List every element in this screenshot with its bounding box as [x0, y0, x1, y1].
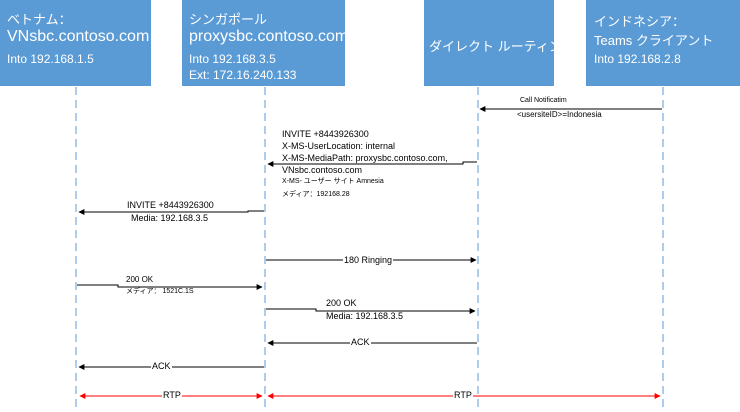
participant-vietnam-ip: Into 192.168.1.5 — [7, 52, 94, 66]
arrow-invite-to-singapore — [267, 161, 477, 167]
invite-singapore-line1: INVITE +8443926300 — [282, 129, 369, 139]
invite-singapore-line4: VNsbc.contoso.com — [282, 165, 363, 175]
participant-singapore-internal-ip: Into 192.168.3.5 — [189, 52, 276, 66]
ack-direct-label: ACK — [350, 337, 371, 348]
ack-vietnam-label: ACK — [151, 361, 172, 372]
arrow-200-ok-to-singapore — [77, 284, 263, 290]
invite-vietnam-line1: INVITE +8443926300 — [127, 200, 214, 210]
participant-indonesia: インドネシア： Teams クライアント Into 192.168.2.8 — [586, 0, 740, 86]
rtp-right-label: RTP — [453, 390, 473, 401]
ringing-label: 180 Ringing — [343, 255, 394, 266]
participant-vietnam: ベトナム： VNsbc.contoso.com Into 192.168.1.5 — [0, 0, 151, 86]
ok-vietnam-line2: メディア： 1521C.1S — [126, 288, 194, 295]
rtp-left-label: RTP — [162, 390, 182, 401]
arrow-invite-to-vietnam — [78, 209, 264, 215]
invite-singapore-line2: X-MS-UserLocation: internal — [282, 141, 396, 151]
ok-vietnam-line1: 200 OK — [126, 275, 154, 284]
invite-singapore-line6: メディア：192168.28 — [282, 191, 350, 198]
ok-direct-line1: 200 OK — [326, 298, 357, 308]
participant-singapore-name: シンガポール — [189, 12, 268, 27]
participant-vietnam-host: VNsbc.contoso.com — [7, 28, 150, 45]
invite-vietnam-line2: Media: 192.168.3.5 — [131, 213, 209, 223]
participant-singapore-external-ip: Ext: 172.16.240.133 — [189, 68, 297, 82]
call-notification-site-label: <usersiteID>=Indonesia — [517, 110, 602, 119]
ok-direct-line2: Media: 192.168.3.5 — [326, 311, 404, 321]
participant-singapore-host: proxysbc.contoso.com — [189, 28, 349, 45]
call-notification-label: Call Notificatim — [520, 97, 567, 104]
arrow-200-ok-to-direct-routing — [266, 308, 476, 314]
participant-indonesia-name: インドネシア： — [594, 14, 686, 29]
participant-indonesia-client: Teams クライアント — [594, 33, 714, 48]
participant-direct-routing: ダイレクト ルーティング — [424, 0, 575, 86]
participant-vietnam-name: ベトナム： — [7, 12, 72, 27]
participant-indonesia-ip: Into 192.168.2.8 — [594, 52, 681, 66]
participant-direct-routing-name: ダイレクト ルーティング — [429, 39, 575, 54]
invite-singapore-line5: X-MS- ユーザー サイト Amnesia — [282, 178, 384, 185]
invite-singapore-line3: X-MS-MediaPath: proxysbc.contoso.com, — [282, 153, 448, 163]
participant-singapore: シンガポール proxysbc.contoso.com Into 192.168… — [182, 0, 349, 86]
